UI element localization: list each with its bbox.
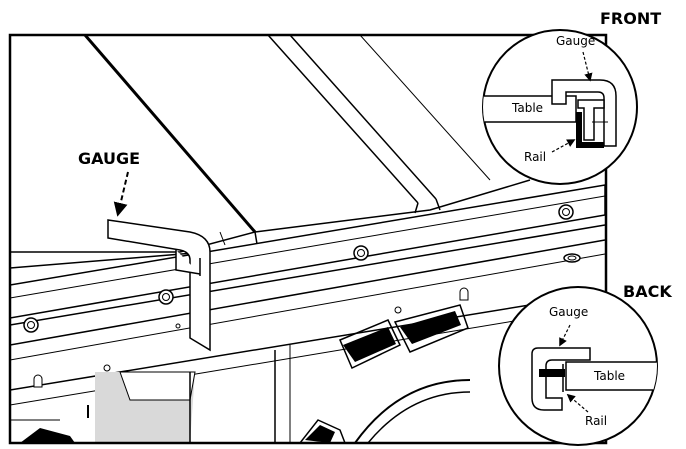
rail-bolts: [23, 204, 581, 388]
back-rail-shape: [539, 369, 565, 377]
back-gauge-shape: [531, 347, 591, 411]
front-rail-shape: [577, 99, 605, 141]
back-table-shape: [565, 361, 657, 391]
back-title-label: BACK: [623, 282, 672, 301]
front-rail-label: Rail: [524, 150, 547, 164]
front-rail: [10, 184, 606, 406]
illustration-frame: [8, 33, 608, 445]
saw-cabinet: [10, 304, 471, 443]
gauge-pointer-arrow: [113, 171, 129, 217]
back-gauge-label: Gauge: [549, 305, 589, 319]
front-table-label: Table: [512, 101, 544, 115]
back-detail-callout: [498, 286, 658, 446]
front-detail-callout: [482, 29, 638, 185]
table-top: [83, 35, 491, 251]
back-table-label: Table: [594, 369, 626, 383]
front-title-label: FRONT: [600, 9, 662, 28]
rail-gauge: [107, 219, 211, 352]
back-rail-label: Rail: [585, 414, 608, 428]
front-gauge-label: Gauge: [556, 34, 596, 48]
gauge-callout-label: GAUGE: [78, 149, 141, 168]
front-gauge-shape: [551, 79, 617, 147]
